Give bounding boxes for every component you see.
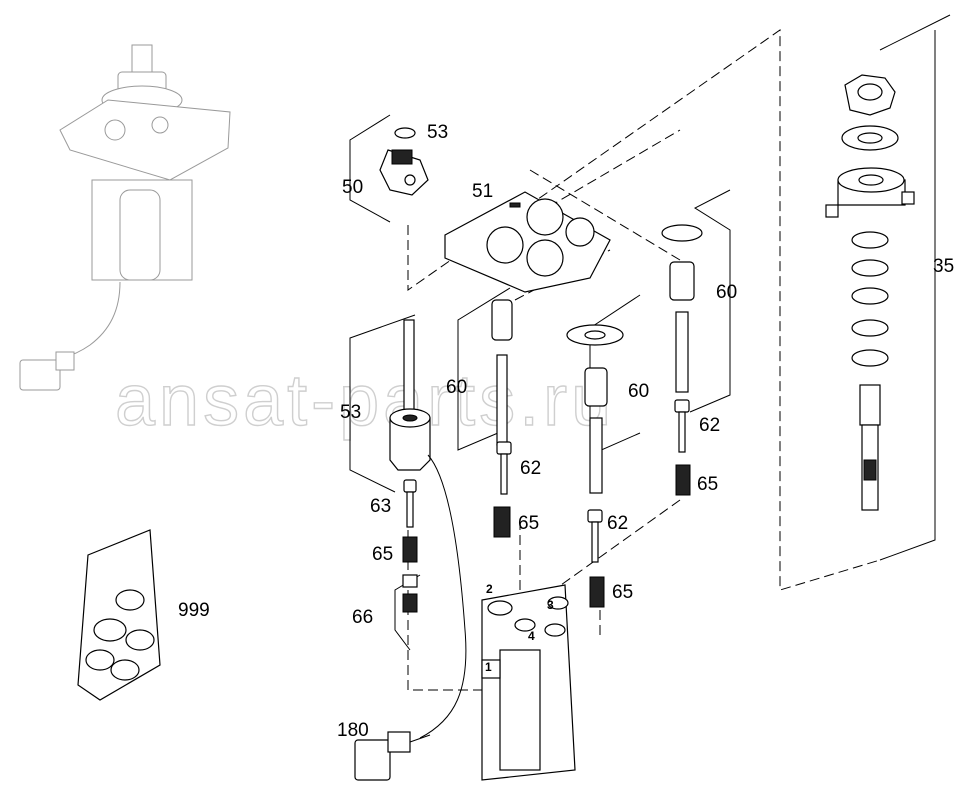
stem-assembly-35 — [825, 74, 915, 511]
label-53-coil: 53 — [340, 402, 361, 423]
label-60-left: 60 — [446, 377, 467, 398]
label-180: 180 — [337, 720, 369, 741]
label-65-right: 65 — [697, 474, 718, 495]
label-63: 63 — [370, 496, 391, 517]
cap-66 — [402, 574, 418, 613]
connector-180 — [354, 731, 431, 781]
label-65-mid: 65 — [518, 513, 539, 534]
label-65-left: 65 — [372, 544, 393, 565]
label-53-o-ring: 53 — [427, 122, 448, 143]
position-1: 1 — [485, 660, 492, 674]
valve-stem-60-mid — [566, 324, 624, 494]
label-60-right: 60 — [716, 282, 737, 303]
pin-62-mid — [587, 509, 603, 563]
position-2: 2 — [486, 582, 493, 596]
label-66: 66 — [352, 607, 373, 628]
spring-65-left — [402, 536, 418, 563]
coil-53 — [389, 319, 467, 739]
o-ring-53 — [394, 127, 416, 139]
watermark-text: ansat-parts.ru — [115, 361, 615, 441]
pin-62-left — [496, 441, 512, 495]
label-35: 35 — [933, 256, 954, 277]
spring-65-mid2 — [589, 576, 605, 608]
label-62-right: 62 — [699, 415, 720, 436]
assembled-valve-ghost — [19, 44, 231, 391]
label-999: 999 — [178, 600, 210, 621]
position-4: 4 — [528, 629, 535, 643]
plate-51 — [444, 191, 611, 293]
yoke-50 — [379, 149, 429, 196]
o-ring-kit-bag-999 — [77, 529, 161, 701]
label-62-left: 62 — [520, 458, 541, 479]
spring-65-right — [675, 464, 691, 496]
label-65-mid2: 65 — [612, 582, 633, 603]
pin-62-right — [674, 399, 690, 453]
pin-63 — [403, 479, 417, 528]
label-51: 51 — [472, 181, 493, 202]
label-50: 50 — [342, 177, 363, 198]
label-60-mid: 60 — [628, 381, 649, 402]
spring-65-mid — [493, 506, 511, 538]
position-3: 3 — [547, 598, 554, 612]
valve-stem-60-right — [661, 224, 703, 393]
valve-body — [481, 584, 576, 781]
label-62-mid: 62 — [607, 513, 628, 534]
